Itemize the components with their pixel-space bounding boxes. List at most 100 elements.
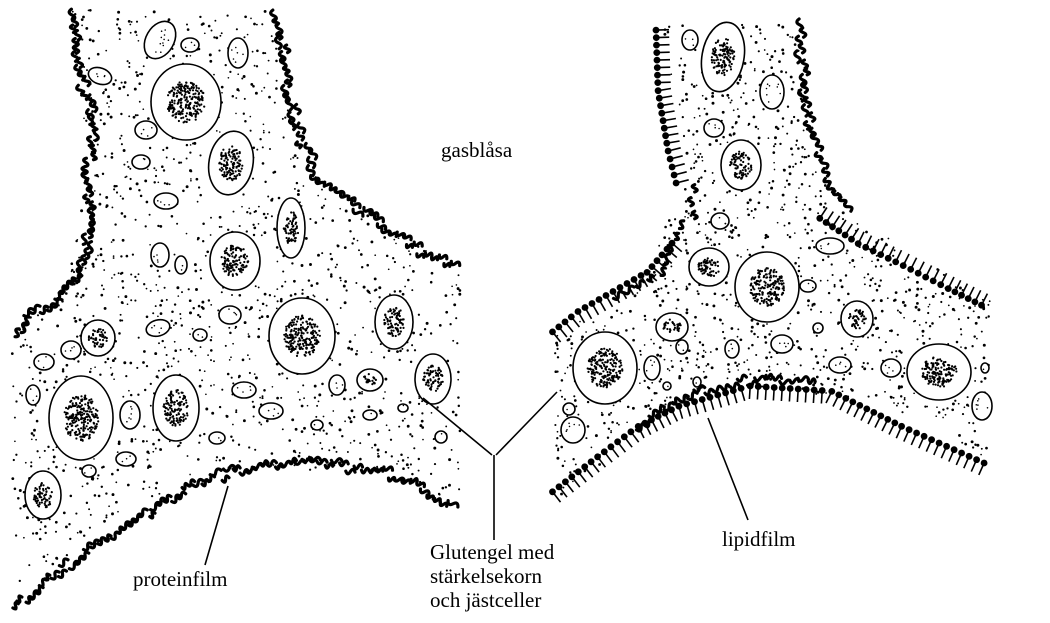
- granule-speckle: [161, 30, 163, 32]
- granule-speckle: [164, 29, 166, 31]
- matrix-dot: [258, 286, 260, 288]
- matrix-dot: [111, 374, 113, 376]
- matrix-dot: [200, 269, 202, 271]
- matrix-dot: [841, 347, 843, 349]
- matrix-dot: [618, 424, 620, 426]
- matrix-dot: [938, 411, 941, 414]
- granule-speckle: [171, 106, 173, 108]
- protein-strand: [82, 256, 86, 265]
- matrix-dot: [76, 292, 79, 295]
- matrix-dot: [135, 114, 137, 116]
- granule-speckle: [603, 354, 605, 356]
- granule-speckle: [288, 222, 290, 224]
- matrix-dot: [246, 230, 248, 232]
- matrix-dot: [695, 331, 697, 333]
- matrix-dot: [397, 460, 399, 462]
- granule-speckle: [178, 120, 180, 122]
- matrix-dot: [802, 209, 804, 211]
- granule-speckle: [290, 211, 292, 213]
- granule-speckle: [241, 165, 243, 167]
- matrix-dot: [737, 369, 739, 371]
- granule-speckle: [238, 169, 240, 171]
- granule-speckle: [724, 53, 726, 55]
- granule-speckle: [309, 351, 311, 353]
- matrix-dot: [97, 478, 99, 480]
- matrix-dot: [112, 359, 115, 362]
- granule-speckle: [97, 76, 99, 78]
- granule-speckle: [99, 339, 101, 341]
- protein-strand: [427, 495, 434, 499]
- granule-speckle: [198, 87, 200, 89]
- granule-speckle: [86, 413, 88, 415]
- granule-speckle: [856, 316, 858, 318]
- matrix-dot: [105, 50, 107, 52]
- matrix-dot: [48, 468, 50, 470]
- granule-speckle: [368, 373, 370, 375]
- matrix-dot: [711, 92, 714, 95]
- starch-granule: [144, 317, 171, 339]
- granule-speckle: [711, 59, 713, 61]
- matrix-dot: [431, 412, 433, 414]
- granule-speckle: [65, 350, 67, 352]
- matrix-dot: [418, 314, 420, 316]
- granule-speckle: [185, 418, 187, 420]
- granule-speckle: [89, 427, 91, 429]
- matrix-dot: [249, 372, 251, 374]
- granule-speckle: [67, 426, 69, 428]
- granule-speckle: [232, 273, 234, 275]
- granule-speckle: [700, 270, 702, 272]
- granule-speckle: [167, 409, 169, 411]
- matrix-dot: [658, 245, 660, 247]
- matrix-dot: [294, 154, 297, 157]
- matrix-dot: [926, 406, 928, 408]
- granule-speckle: [663, 323, 665, 325]
- granule-speckle: [88, 406, 90, 408]
- granule-speckle: [732, 57, 734, 59]
- granule-speckle: [230, 262, 232, 264]
- matrix-dot: [89, 371, 92, 374]
- matrix-dot: [850, 388, 852, 390]
- matrix-dot: [794, 374, 796, 376]
- granule-speckle: [218, 162, 220, 164]
- granule-speckle: [763, 276, 765, 278]
- matrix-dot: [958, 403, 960, 405]
- matrix-dot: [274, 102, 276, 104]
- starch-granule: [435, 431, 447, 443]
- matrix-dot: [557, 448, 559, 450]
- matrix-dot: [323, 205, 325, 207]
- granule-speckle: [618, 370, 620, 372]
- granule-speckle: [181, 90, 183, 92]
- granule-speckle: [295, 328, 297, 330]
- matrix-dot: [374, 254, 376, 256]
- matrix-dot: [670, 265, 672, 267]
- matrix-dot: [659, 304, 662, 307]
- matrix-dot: [825, 392, 827, 394]
- granule-speckle: [95, 409, 97, 411]
- matrix-dot: [402, 467, 405, 470]
- matrix-dot: [765, 356, 768, 359]
- matrix-dot: [14, 488, 17, 491]
- matrix-dot: [189, 474, 191, 476]
- matrix-dot: [261, 90, 263, 92]
- matrix-dot: [194, 270, 197, 273]
- matrix-dot: [209, 53, 212, 56]
- matrix-dot: [197, 201, 199, 203]
- matrix-dot: [827, 280, 829, 282]
- granule-speckle: [438, 367, 440, 369]
- granule-speckle: [157, 261, 159, 263]
- matrix-dot: [644, 344, 646, 346]
- granule-speckle: [89, 420, 91, 422]
- matrix-dot: [787, 234, 789, 236]
- matrix-dot: [751, 326, 754, 329]
- granule-speckle: [41, 501, 43, 503]
- granule-speckle: [304, 340, 306, 342]
- matrix-dot: [587, 401, 589, 403]
- granule-speckle: [170, 402, 172, 404]
- granule-speckle: [720, 49, 722, 51]
- matrix-dot: [330, 258, 333, 261]
- granule-speckle: [756, 298, 758, 300]
- protein-strand: [84, 195, 89, 203]
- matrix-dot: [213, 360, 215, 362]
- granule-speckle: [84, 472, 86, 474]
- matrix-dot: [846, 252, 848, 254]
